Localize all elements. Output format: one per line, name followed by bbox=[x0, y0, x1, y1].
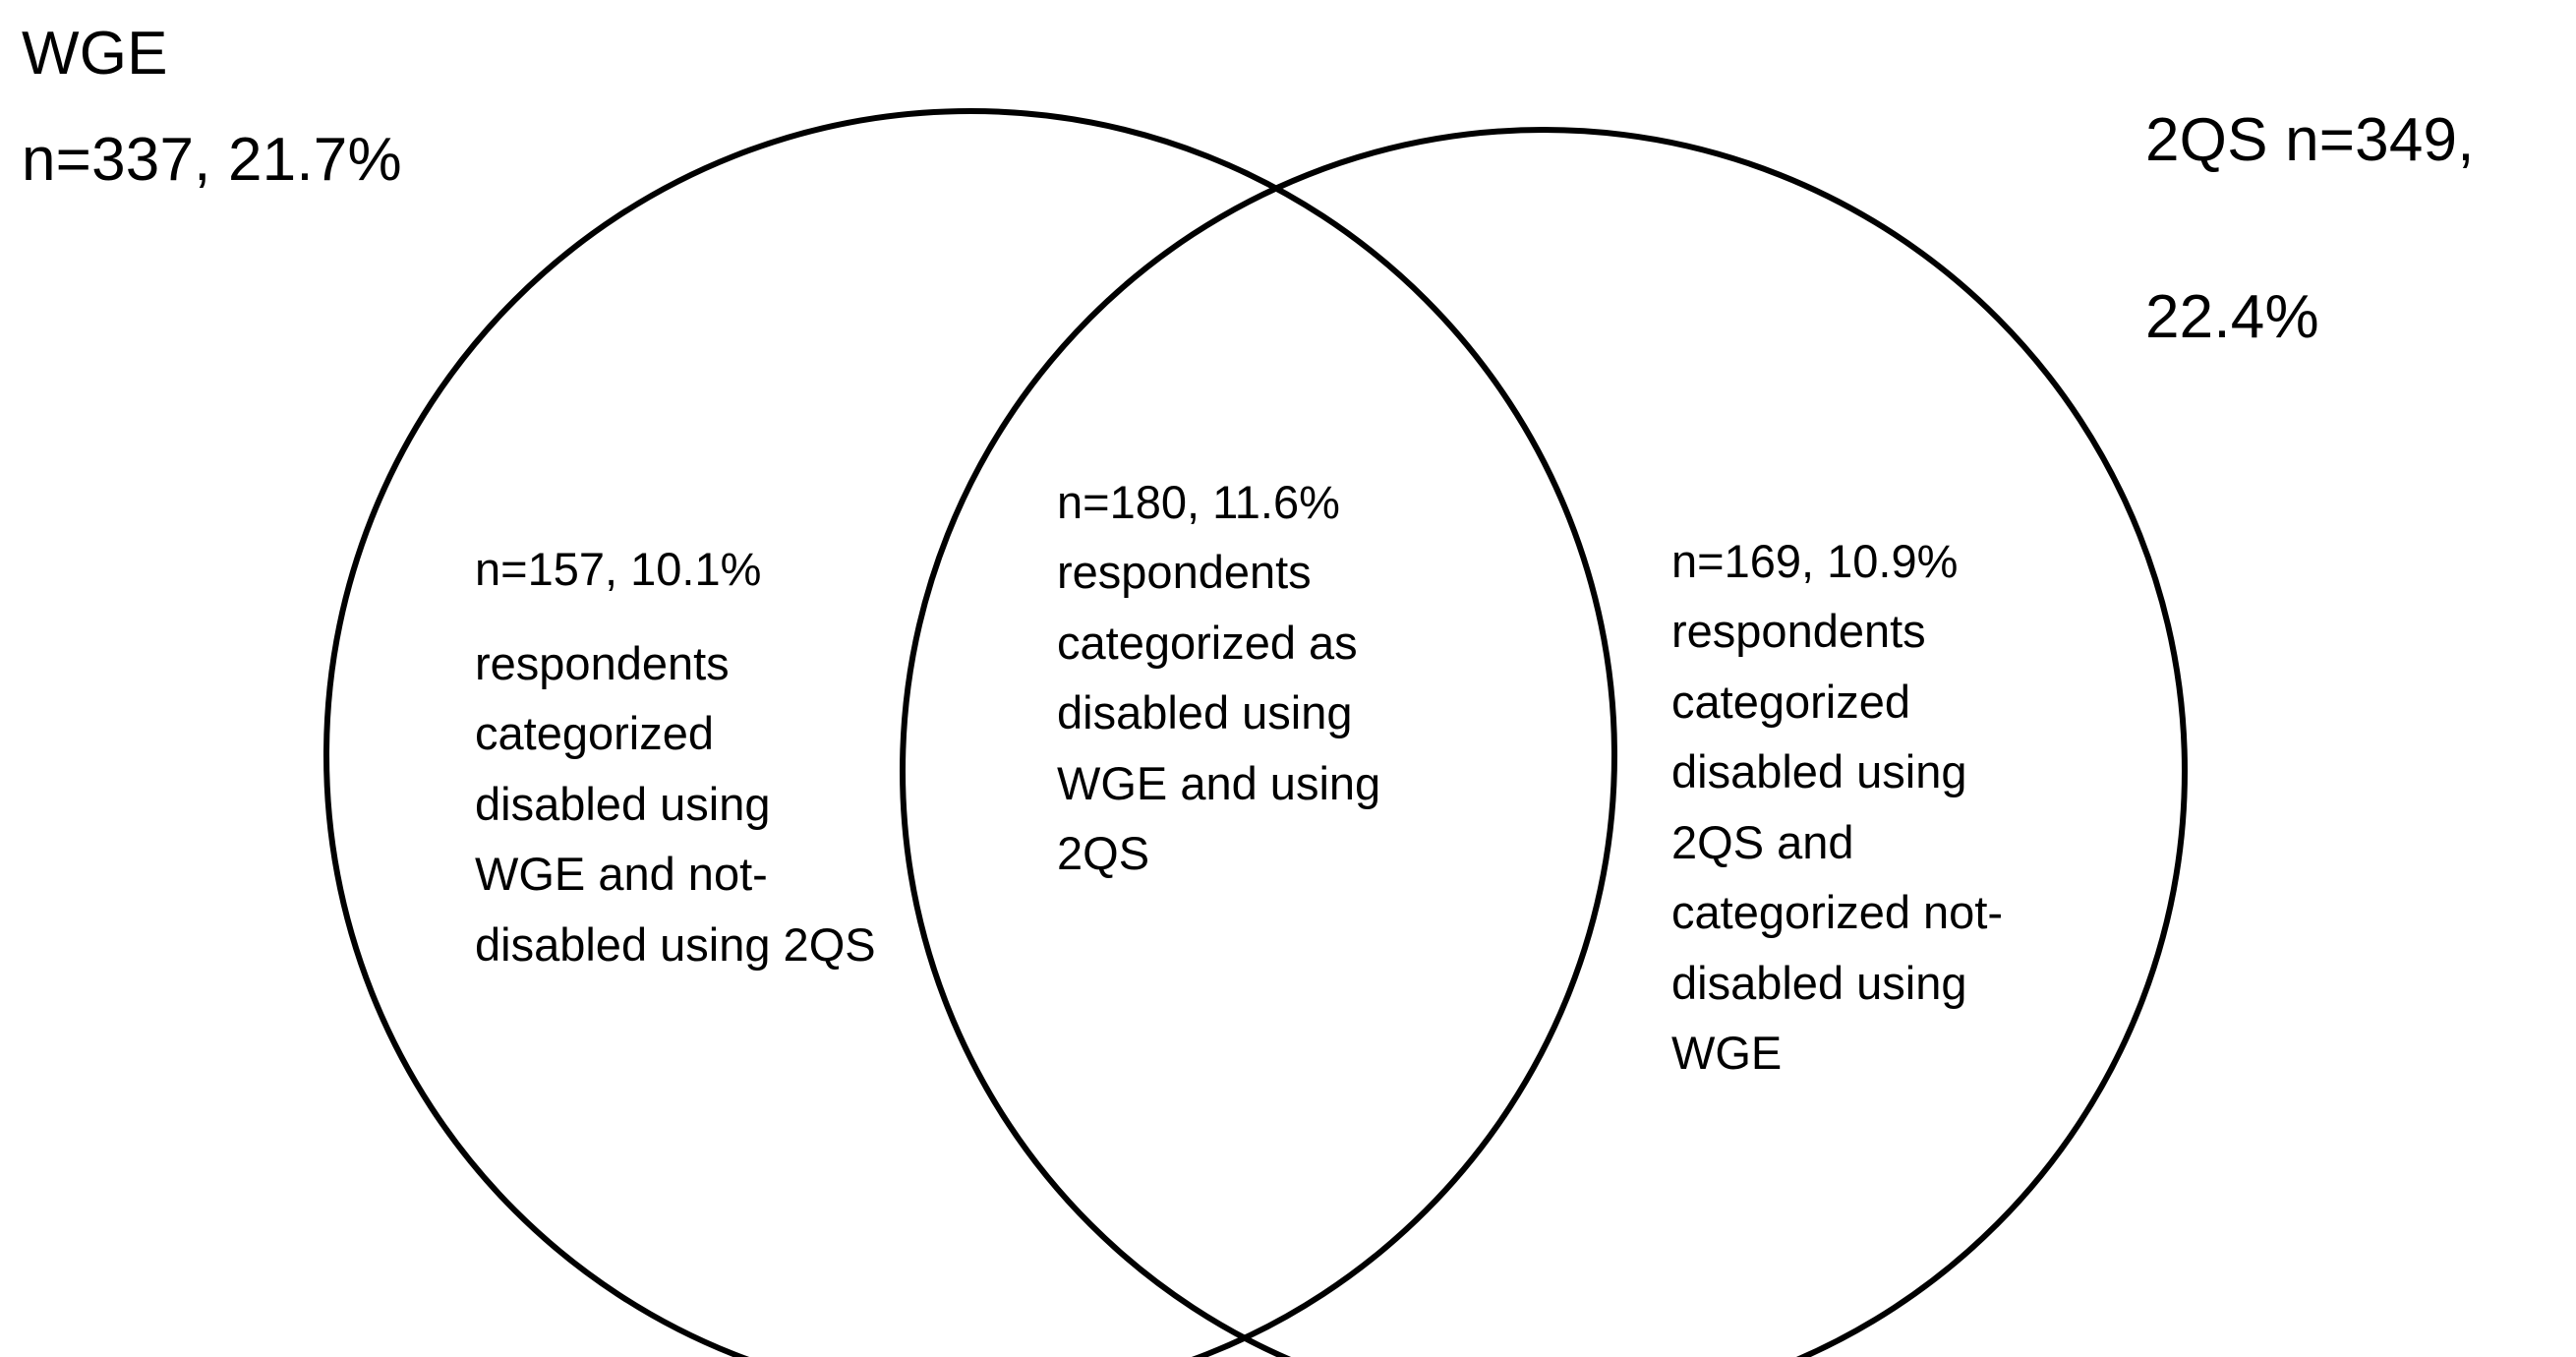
region-left-only-header: n=157, 10.1% bbox=[475, 543, 762, 595]
region-right-only-line-4: 2QS and bbox=[1671, 815, 1854, 868]
region-left-only-line-4: WGE and not- bbox=[475, 848, 768, 901]
region-right-only-line-7: WGE bbox=[1671, 1027, 1783, 1080]
region-intersection-line-1: respondents bbox=[1057, 546, 1312, 599]
region-intersection-line-4: WGE and using bbox=[1057, 756, 1381, 809]
region-intersection: n=180, 11.6% respondents categorized as … bbox=[1057, 467, 1490, 889]
region-right-only-line-5: categorized not- bbox=[1671, 886, 2004, 939]
region-left-only: n=157, 10.1% respondents categorized dis… bbox=[475, 534, 937, 979]
region-intersection-line-5: 2QS bbox=[1057, 827, 1150, 880]
venn-circle-2qs bbox=[900, 127, 2188, 1357]
region-right-only-line-6: disabled using bbox=[1671, 956, 1967, 1009]
region-left-only-line-3: disabled using bbox=[475, 777, 771, 830]
venn-circle-wge bbox=[323, 108, 1617, 1357]
region-intersection-header: n=180, 11.6% bbox=[1057, 476, 1340, 528]
set-label-2qs: 2QS n=349, 22.4% bbox=[2145, 8, 2558, 449]
set-label-wge-count: n=337, 21.7% bbox=[22, 126, 402, 194]
region-right-only-line-2: categorized bbox=[1671, 675, 1910, 728]
region-intersection-line-2: categorized as bbox=[1057, 616, 1358, 669]
region-left-only-line-1: respondents bbox=[475, 636, 730, 689]
region-left-only-line-2: categorized bbox=[475, 707, 714, 760]
region-right-only-line-3: disabled using bbox=[1671, 745, 1967, 798]
region-left-only-spacer bbox=[475, 604, 937, 627]
region-right-only: n=169, 10.9% respondents categorized dis… bbox=[1671, 526, 2134, 1089]
set-label-wge-title: WGE bbox=[22, 20, 168, 88]
region-right-only-line-1: respondents bbox=[1671, 605, 1926, 658]
region-left-only-line-5: disabled using 2QS bbox=[475, 917, 876, 971]
set-label-2qs-line-1: 2QS n=349, bbox=[2145, 105, 2475, 174]
region-right-only-header: n=169, 10.9% bbox=[1671, 535, 1959, 587]
region-intersection-line-3: disabled using bbox=[1057, 686, 1353, 739]
set-label-2qs-line-2: 22.4% bbox=[2145, 282, 2319, 351]
